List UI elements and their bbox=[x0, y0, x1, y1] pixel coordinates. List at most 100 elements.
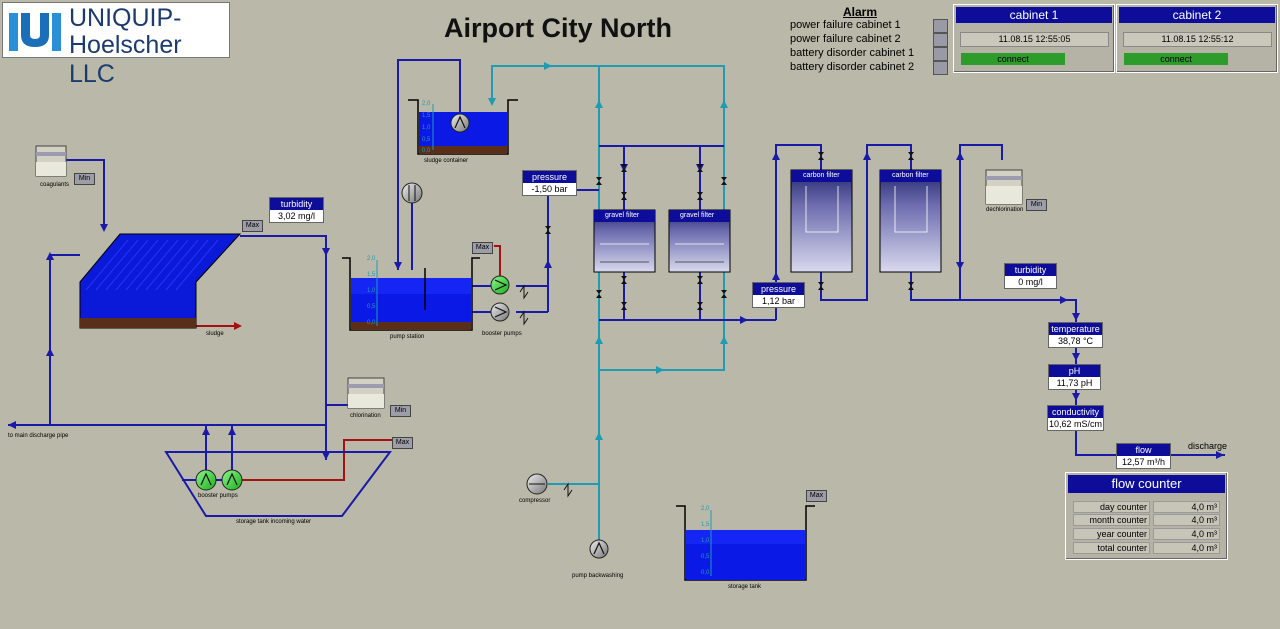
flow-counter-row: total counter 4,0 m³ bbox=[1073, 542, 1220, 554]
page-title: Airport City North bbox=[444, 13, 672, 43]
pump-station-scale-2: 1,0 bbox=[367, 288, 376, 294]
alarm-item-power-failure-1: power failure cabinet 1 bbox=[790, 19, 901, 31]
temperature-value: 38,78 °C bbox=[1057, 336, 1094, 346]
mixer-icon bbox=[401, 182, 423, 204]
cabinet-2-panel: cabinet 2 11.08.15 12:55:12 connect bbox=[1116, 4, 1278, 73]
booster-pump-green-icon bbox=[490, 275, 510, 295]
logo-text-line2: Hoelscher LLC bbox=[69, 31, 182, 88]
sludge-arrow-icon bbox=[234, 322, 242, 330]
backwash-pump-icon bbox=[589, 539, 609, 559]
storage-tank-scale-2: 1,0 bbox=[701, 538, 710, 544]
alarm-lamp-battery-disorder-1 bbox=[933, 47, 948, 61]
day-counter-value: 4,0 m³ bbox=[1153, 501, 1220, 513]
flow-counter-row: day counter 4,0 m³ bbox=[1073, 501, 1220, 513]
storage-tank-incoming-label: storage tank incoming water bbox=[236, 519, 312, 525]
gravel-filter-1 bbox=[593, 209, 656, 273]
flow-value: 12,57 m³/h bbox=[1121, 457, 1166, 467]
incoming-booster-pumps-label: booster pumps bbox=[198, 493, 238, 499]
chlorination-label: chlorination bbox=[350, 413, 381, 419]
turbidity-outlet-label: turbidity bbox=[1005, 264, 1056, 276]
coagulants-min-indicator: Min bbox=[74, 173, 95, 185]
check-valve-icons bbox=[519, 284, 573, 498]
day-counter-label: day counter bbox=[1073, 501, 1150, 513]
alarm-lamp-power-failure-2 bbox=[933, 33, 948, 47]
pump-station-scale-1: 1,5 bbox=[367, 272, 376, 278]
valve-icons bbox=[545, 152, 914, 310]
coagulants-tank bbox=[35, 145, 67, 177]
pressure-2-value: 1,12 bar bbox=[761, 296, 796, 306]
dechlorination-label: dechlorination bbox=[986, 207, 1024, 213]
return-pipes bbox=[196, 245, 501, 481]
cabinet-1-timestamp: 11.08.15 12:55:05 bbox=[960, 32, 1109, 47]
year-counter-value: 4,0 m³ bbox=[1153, 528, 1220, 540]
cabinet-2-title: cabinet 2 bbox=[1119, 7, 1275, 23]
backwash-flow-arrows bbox=[488, 62, 728, 440]
month-counter-value: 4,0 m³ bbox=[1153, 514, 1220, 526]
sludge-container bbox=[408, 99, 518, 155]
gravel-filter-2-label: gravel filter bbox=[680, 212, 715, 219]
carbon-filter-1-label: carbon filter bbox=[803, 172, 840, 179]
gravel-filter-1-label: gravel filter bbox=[605, 212, 640, 219]
carbon-filter-1 bbox=[790, 169, 853, 273]
conductivity-value: 10,62 mS/cm bbox=[1048, 419, 1103, 429]
carbon-filter-2-label: carbon filter bbox=[892, 172, 929, 179]
conductivity-label: conductivity bbox=[1048, 406, 1103, 418]
pump-backwashing-label: pump backwashing bbox=[572, 573, 624, 579]
sludge-container-scale-1: 1,5 bbox=[422, 113, 431, 119]
pump-station-scale-0: 2,0 bbox=[367, 256, 376, 262]
storage-tank-scale-0: 2,0 bbox=[701, 506, 710, 512]
alarm-lamp-battery-disorder-2 bbox=[933, 61, 948, 75]
incoming-water-basin bbox=[164, 451, 392, 517]
logo-mark-icon bbox=[9, 13, 61, 51]
booster-pump-grey-icon bbox=[490, 302, 510, 322]
flow-label: flow bbox=[1117, 444, 1170, 456]
flow-counter-title: flow counter bbox=[1068, 475, 1225, 493]
conductivity-tag: conductivity 10,62 mS/cm bbox=[1047, 405, 1104, 431]
sludge-container-scale-2: 1,0 bbox=[422, 125, 431, 131]
sedimentation-basin bbox=[79, 233, 242, 329]
ph-tag: pH 11,73 pH bbox=[1048, 364, 1101, 390]
incoming-booster-pump-2-icon bbox=[221, 469, 243, 491]
alarm-item-power-failure-2: power failure cabinet 2 bbox=[790, 33, 901, 45]
compressor-icon bbox=[526, 473, 548, 495]
alarm-item-battery-disorder-2: battery disorder cabinet 2 bbox=[790, 61, 915, 73]
turbidity-outlet-tag: turbidity 0 mg/l bbox=[1004, 263, 1057, 289]
cabinet-1-title: cabinet 1 bbox=[956, 7, 1112, 23]
turbidity-inlet-value: 3,02 mg/l bbox=[277, 211, 316, 221]
incoming-water-max-indicator: Max bbox=[392, 437, 413, 449]
pump-station-scale-3: 0,5 bbox=[367, 304, 376, 310]
backwash-pipes bbox=[491, 65, 725, 540]
sludge-container-scale-4: 0,0 bbox=[422, 148, 431, 154]
storage-tank-scale-3: 0,5 bbox=[701, 554, 710, 560]
booster-pumps-label: booster pumps bbox=[482, 331, 522, 337]
gravel-filter-2 bbox=[668, 209, 731, 273]
cabinet-1-connect-button[interactable]: connect bbox=[961, 53, 1065, 65]
compressor-label: compressor bbox=[519, 498, 551, 504]
cabinet-2-connect-button[interactable]: connect bbox=[1124, 53, 1228, 65]
ph-value: 11,73 pH bbox=[1056, 378, 1093, 388]
flow-counter-row: month counter 4,0 m³ bbox=[1073, 514, 1220, 526]
basin-max-indicator: Max bbox=[242, 220, 263, 232]
pressure-1-value: -1,50 bar bbox=[531, 184, 568, 194]
pump-station-label: pump station bbox=[390, 334, 425, 340]
storage-tank-max-indicator: Max bbox=[806, 490, 827, 502]
year-counter-label: year counter bbox=[1073, 528, 1150, 540]
coagulants-label: coagulants bbox=[40, 182, 70, 188]
pump-station-max-indicator: Max bbox=[472, 242, 493, 254]
total-counter-value: 4,0 m³ bbox=[1153, 542, 1220, 554]
storage-tank-scale-1: 1,5 bbox=[701, 522, 710, 528]
to-main-discharge-label: to main discharge pipe bbox=[8, 433, 69, 439]
chlorination-min-indicator: Min bbox=[390, 405, 411, 417]
storage-tank-label: storage tank bbox=[728, 584, 762, 590]
flow-tag: flow 12,57 m³/h bbox=[1116, 443, 1171, 469]
pump-station-tank bbox=[342, 257, 480, 331]
carbon-filter-2 bbox=[879, 169, 942, 273]
cabinet-2-timestamp: 11.08.15 12:55:12 bbox=[1123, 32, 1272, 47]
turbidity-outlet-value: 0 mg/l bbox=[1018, 277, 1043, 287]
sludge-label: sludge bbox=[206, 331, 224, 337]
total-counter-label: total counter bbox=[1073, 542, 1150, 554]
flow-counter-row: year counter 4,0 m³ bbox=[1073, 528, 1220, 540]
storage-tank-scale-4: 0,0 bbox=[701, 570, 710, 576]
dechlorination-tank bbox=[985, 169, 1023, 205]
